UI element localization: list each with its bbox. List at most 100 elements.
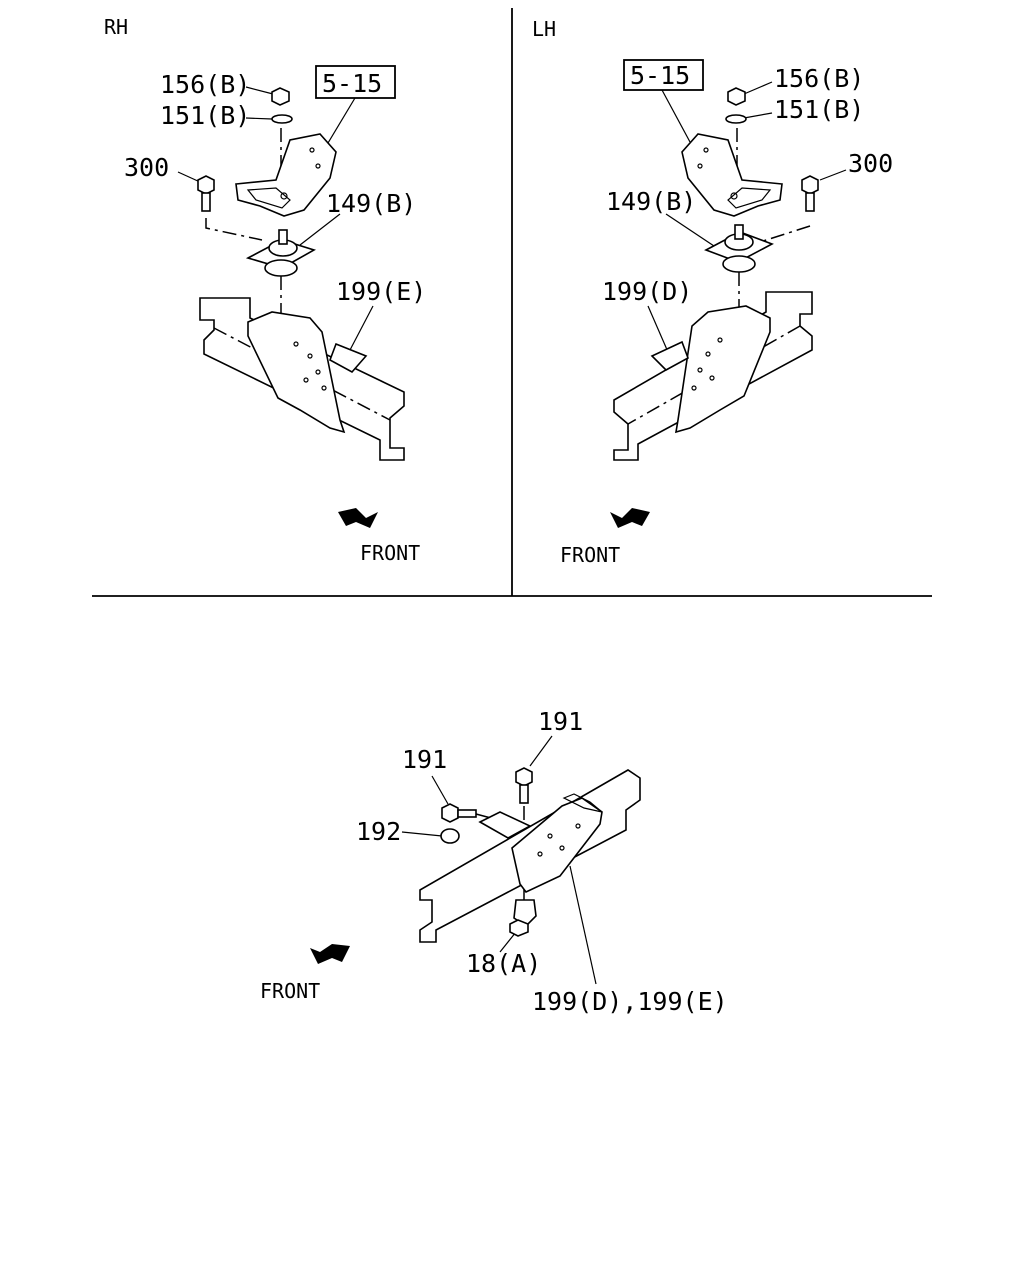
bottom-leader-191-left [431, 775, 449, 805]
rh-front-arrow-icon [338, 508, 378, 528]
bottom-bracket-lip [562, 793, 603, 813]
bottom-frame-bracket [511, 797, 603, 894]
rh-panel: RH 5-15 156(B) 151(B) 300 149(B) 199(E) [104, 15, 426, 565]
rh-washer-icon [271, 114, 293, 124]
lh-ref-box-label: 5-15 [630, 61, 690, 90]
rh-label-300: 300 [124, 153, 169, 182]
rh-label-156b: 156(B) [160, 70, 250, 99]
bottom-leader-192 [401, 831, 443, 837]
rh-label-199e: 199(E) [336, 277, 426, 306]
bottom-label-192: 192 [356, 817, 401, 846]
lh-bracket-hole-2 [703, 147, 709, 153]
bottom-lower-bracket [513, 899, 537, 928]
lh-bolt-shank [805, 192, 815, 212]
rh-front-label: FRONT [360, 541, 420, 565]
bottom-leader-18a [499, 931, 517, 953]
rh-bracket-tab [329, 342, 368, 374]
lh-bracket-tab [650, 340, 689, 371]
lh-panel: LH 5-15 156(B) 151(B) 300 149(B) 199(D) [532, 17, 893, 567]
lh-bolt-center-line [759, 225, 811, 243]
rh-bolt-center-line [205, 218, 263, 241]
lh-nut-icon [727, 87, 746, 106]
rh-rivet-5 [303, 377, 309, 383]
rh-bracket-hole-2 [309, 147, 315, 153]
rh-leader-156b [245, 86, 274, 95]
lh-bracket-hole [730, 192, 738, 200]
lh-label-149b: 149(B) [606, 187, 696, 216]
bottom-leader-199de [569, 865, 597, 985]
bottom-side-bolt-icon [441, 803, 459, 823]
lh-leader-300 [819, 169, 847, 181]
lh-label-300: 300 [848, 149, 893, 178]
rh-label-151b: 151(B) [160, 101, 250, 130]
bottom-rivet-4 [575, 823, 581, 829]
rh-leader-149b [299, 213, 341, 246]
lh-front-arrow-icon [610, 508, 650, 528]
rh-frame-hidden-line [213, 327, 391, 421]
rh-frame-bracket [247, 311, 346, 434]
rh-ref-leader [324, 97, 356, 149]
lh-rivet-3 [697, 367, 703, 373]
lh-title: LH [532, 17, 556, 41]
rh-rivet-2 [307, 353, 313, 359]
rh-mount-stud [278, 229, 288, 245]
rh-bolt-icon [197, 175, 215, 195]
rh-rivet-4 [321, 385, 327, 391]
bottom-nut-18a-icon [509, 919, 529, 937]
rh-nut-icon [271, 87, 290, 106]
lh-label-151b: 151(B) [774, 95, 864, 124]
lh-front-label: FRONT [560, 543, 620, 567]
rh-rivet-1 [293, 341, 299, 347]
rh-bracket-hole [280, 192, 288, 200]
lh-ref-leader [661, 89, 691, 143]
rh-mount-lower [264, 259, 298, 277]
bottom-panel: 191 191 192 18(A) 199(D),199(E) [260, 707, 728, 1016]
bottom-label-199de: 199(D),199(E) [532, 987, 728, 1016]
lh-engine-bracket [681, 133, 783, 217]
lh-leader-156b [743, 81, 773, 95]
bottom-frame-gusset [478, 811, 532, 839]
lh-label-199d: 199(D) [602, 277, 692, 306]
bottom-side-bolt-shank [457, 809, 477, 818]
lh-rivet-1 [717, 337, 723, 343]
bottom-rivet-1 [547, 833, 553, 839]
bottom-nut-192-icon [440, 828, 460, 844]
bottom-top-bolt-shank [519, 784, 529, 804]
lh-leader-199d [647, 305, 669, 353]
rh-label-149b: 149(B) [326, 189, 416, 218]
rh-title: RH [104, 15, 128, 39]
lh-mount-lower [722, 255, 756, 273]
rh-rivet-3 [315, 369, 321, 375]
lh-rivet-2 [705, 351, 711, 357]
lh-frame-bracket [675, 305, 771, 434]
lh-bracket-hole-3 [697, 163, 703, 169]
bottom-label-191-top: 191 [538, 707, 583, 736]
rh-bracket-foot [246, 187, 291, 209]
bottom-front-arrow-icon [310, 944, 350, 964]
lh-rivet-4 [691, 385, 697, 391]
lh-bolt-icon [801, 175, 819, 195]
rh-bracket-hole-3 [315, 163, 321, 169]
rh-bolt-shank [201, 192, 211, 212]
rh-ref-box-label: 5-15 [322, 69, 382, 98]
lh-leader-151b [743, 112, 773, 119]
lh-mount-stud [734, 224, 744, 240]
bottom-side-center-line [475, 813, 507, 823]
lh-washer-icon [725, 114, 747, 124]
bottom-rivet-3 [537, 851, 543, 857]
rh-leader-199e [349, 305, 374, 351]
rh-engine-bracket [235, 133, 337, 217]
lh-leader-149b [665, 213, 715, 247]
rh-leader-151b [245, 117, 273, 120]
lh-frame-hidden-line [627, 325, 801, 425]
lh-ref-box [623, 59, 704, 91]
bottom-label-18a: 18(A) [466, 949, 541, 978]
bottom-front-label: FRONT [260, 979, 320, 1003]
rh-leader-300 [177, 171, 201, 183]
lh-bracket-foot [727, 187, 772, 209]
lh-rivet-5 [709, 375, 715, 381]
bottom-label-191-left: 191 [402, 745, 447, 774]
rh-ref-box [315, 65, 396, 99]
